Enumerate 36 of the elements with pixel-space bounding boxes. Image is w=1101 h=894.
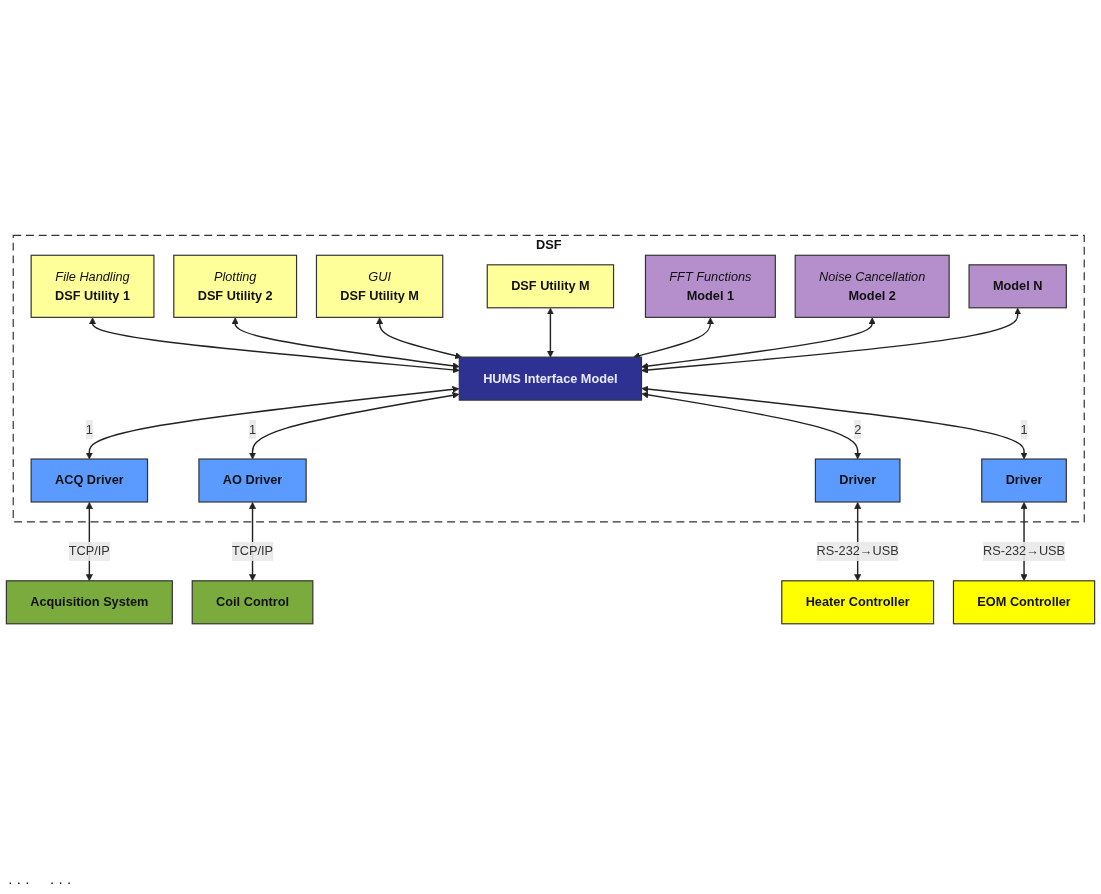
ellipsis-text: · · · (49, 874, 72, 890)
edge-label: TCP/IP (68, 544, 110, 559)
node-box: Noise Cancellation Model 2 (794, 255, 950, 319)
node-box: Model N (968, 264, 1067, 309)
edge-label: TCP/IP (232, 544, 274, 559)
node-box: DSF Utility M (486, 264, 615, 309)
node-box: HUMS Interface Model (458, 356, 643, 402)
edge-label: 1 (1020, 422, 1028, 437)
node-box: EOM Controller (952, 580, 1096, 625)
node-box: Driver (981, 458, 1067, 504)
edge-label: RS-232→USB (982, 544, 1066, 559)
arrow (641, 308, 1022, 374)
edge-label: 1 (248, 422, 257, 437)
node-box: File Handling DSF Utility 1 (30, 255, 155, 319)
edge-label: 1 (85, 422, 93, 437)
arrow (249, 392, 460, 460)
edge-label: RS-232→USB (816, 544, 899, 559)
node-box: Plotting DSF Utility 2 (173, 255, 298, 319)
node-box: Acquisition System (5, 580, 173, 625)
node-box: Driver (814, 458, 901, 504)
edge-label: 2 (854, 422, 862, 437)
node-box: ACQ Driver (30, 458, 149, 504)
arrow (376, 317, 463, 360)
ellipsis-text: · · · (8, 874, 30, 890)
node-box: FFT Functions Model 1 (644, 255, 776, 319)
node-box: GUI DSF Utility M (315, 255, 444, 319)
node-box: Coil Control (191, 580, 314, 625)
node-box: AO Driver (198, 458, 307, 504)
arrow (546, 308, 554, 358)
arrow (85, 386, 460, 460)
arrow (641, 391, 862, 460)
arrow (641, 317, 876, 370)
node-box: Heater Controller (781, 580, 935, 625)
arrow (89, 317, 460, 374)
arrow (641, 386, 1028, 460)
arrow (231, 317, 460, 370)
